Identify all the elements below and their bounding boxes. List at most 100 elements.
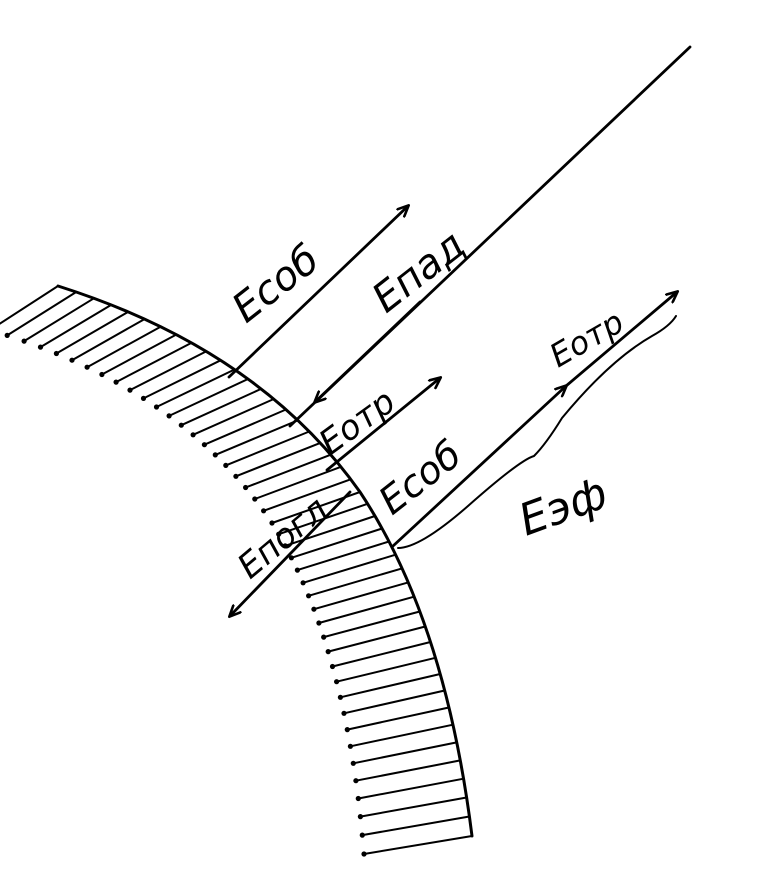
- hatch-dot: [84, 364, 90, 370]
- hatch-dot: [325, 649, 331, 655]
- hatch-dot: [306, 593, 312, 599]
- hatch-dot: [212, 452, 218, 458]
- reflected-radiation-arrow-mid: [325, 378, 440, 472]
- hatch-dot: [341, 710, 347, 716]
- hatch-line: [115, 341, 193, 384]
- hatch-dot: [329, 663, 336, 670]
- own-emission-arrow-top: [227, 206, 408, 379]
- hatch-line: [142, 359, 222, 400]
- hatch-line: [168, 378, 249, 417]
- hatch-line: [361, 815, 471, 837]
- hatch-line: [23, 297, 95, 343]
- hatch-line: [312, 581, 410, 611]
- hatch-line: [322, 610, 421, 639]
- hatch-line: [262, 478, 352, 512]
- hatch-line: [290, 527, 384, 559]
- hatch-dot: [252, 496, 258, 502]
- absorbed-radiation-arrow: [230, 490, 352, 616]
- hatch-line: [284, 515, 376, 547]
- hatch-dot: [353, 778, 359, 784]
- hatch-line: [155, 368, 236, 408]
- hatch-line: [234, 441, 322, 478]
- hatch-line: [224, 430, 311, 467]
- hatch-dot: [311, 606, 317, 612]
- hatch-dot: [282, 543, 288, 549]
- labels: Eсоб Eпад Eотр Eпогл Eсоб Eотр Eэф: [224, 222, 630, 587]
- hatch-line: [129, 350, 208, 392]
- hatch-dot: [233, 473, 239, 479]
- label-e-sob-top: Eсоб: [224, 236, 328, 332]
- hatch-line: [180, 387, 263, 427]
- hatch-line: [6, 291, 78, 337]
- hatch-dot: [113, 379, 119, 385]
- hatch-dot: [4, 332, 10, 338]
- hatch-dot: [321, 634, 327, 640]
- hatch-dot: [355, 795, 361, 802]
- label-e-pad: Eпад: [364, 222, 474, 322]
- hatch-line: [296, 540, 390, 572]
- hatch-dot: [190, 432, 196, 438]
- hatch-line: [331, 641, 432, 668]
- hatch-dot: [261, 508, 267, 514]
- hatch-dots: [4, 332, 367, 857]
- hatch-dot: [276, 531, 282, 537]
- hatch-line: [307, 567, 403, 597]
- hatch-dot: [347, 743, 353, 749]
- hatch-dot: [166, 413, 172, 419]
- hatch-line: [354, 759, 462, 782]
- hatch-dot: [294, 567, 300, 573]
- hatch-line: [359, 796, 468, 818]
- hatch-line: [352, 741, 458, 765]
- hatch-line: [203, 408, 287, 446]
- incident-radiation-arrow: [288, 45, 692, 428]
- hatch-dot: [300, 580, 306, 586]
- hatch-line: [343, 689, 446, 715]
- hatch-line: [55, 310, 130, 355]
- effective-brace: [397, 315, 677, 549]
- hatch-dot: [53, 350, 60, 357]
- hatch-line: [39, 303, 113, 349]
- hatch-dot: [344, 727, 350, 733]
- hatch-line: [363, 835, 473, 855]
- hatch-dot: [21, 338, 27, 344]
- effective-radiation-arrow: [391, 292, 677, 548]
- hatch-dot: [359, 832, 365, 838]
- hatch-line: [192, 398, 275, 436]
- hatch-lines: [0, 285, 473, 855]
- hatch-dot: [269, 520, 275, 526]
- hatch-dot: [243, 484, 249, 491]
- hatch-dot: [201, 442, 207, 448]
- hatch-dot: [316, 620, 322, 626]
- hatch-line: [349, 723, 454, 748]
- hatch-line: [0, 285, 59, 325]
- hatch-line: [335, 656, 437, 683]
- hatch-line: [302, 553, 397, 584]
- hatch-dot: [153, 404, 160, 410]
- hatch-line: [71, 318, 146, 362]
- hatch-dot: [140, 395, 147, 401]
- hatch-dot: [127, 387, 133, 393]
- hatch-line: [339, 673, 442, 699]
- label-e-eff: Eэф: [512, 468, 614, 547]
- hatch-line: [100, 333, 178, 376]
- hatch-dot: [178, 422, 184, 428]
- label-e-otr-low: Eотр: [543, 303, 630, 375]
- hatch-dot: [37, 344, 44, 350]
- label-e-sob-low: Eсоб: [370, 432, 469, 523]
- hatch-dot: [223, 462, 229, 468]
- hatch-dot: [288, 555, 294, 561]
- hatch-line: [327, 625, 427, 653]
- hatch-dot: [350, 760, 356, 766]
- hatch-line: [317, 595, 416, 624]
- hatched-body: [0, 284, 474, 857]
- hatch-line: [214, 419, 299, 456]
- hatch-dot: [334, 679, 340, 685]
- hatch-dot: [99, 371, 105, 378]
- body-surface-curve: [56, 284, 474, 838]
- hatch-line: [253, 465, 342, 500]
- hatch-line: [357, 777, 465, 800]
- hatch-dot: [361, 851, 367, 857]
- hatch-dot: [357, 814, 363, 820]
- hatch-line: [346, 706, 450, 731]
